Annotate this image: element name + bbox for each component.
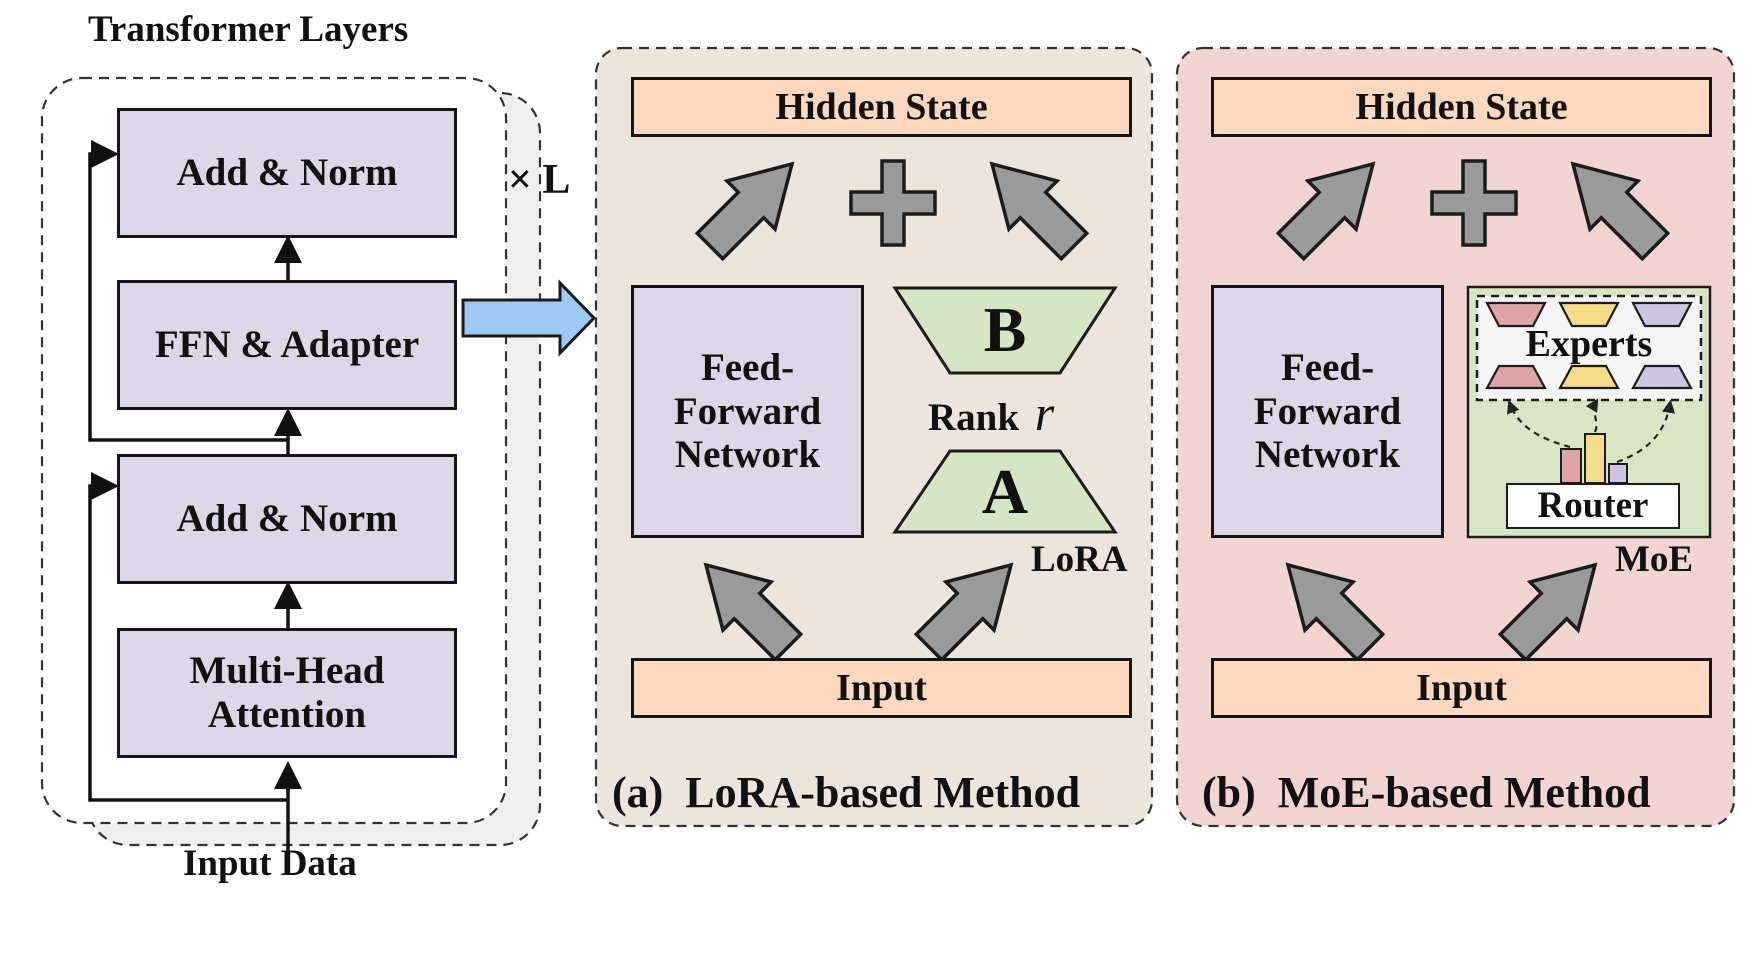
lora-hidden-state: Hidden State (631, 77, 1132, 137)
lora-matrix-a-label: A (981, 456, 1029, 528)
expert-icon (1631, 301, 1693, 328)
router-bar (1608, 463, 1628, 484)
lora-matrix-b-label: B (983, 294, 1027, 366)
experts-label: Experts (1525, 322, 1653, 365)
lora-input: Input (631, 658, 1132, 718)
rank-symbol: r (1034, 385, 1055, 441)
moe-input: Input (1211, 658, 1712, 718)
moe-module-label: MoE (1615, 539, 1694, 580)
router-bar (1584, 433, 1606, 484)
moe-caption: (b) MoE-based Method (1202, 768, 1651, 817)
expert-icon (1558, 364, 1620, 390)
router-bar (1560, 448, 1582, 484)
routing-arrows (1507, 398, 1676, 464)
rank-label: Rank r (928, 384, 1054, 442)
multi-head-attention-block: Multi-Head Attention (117, 628, 457, 758)
moe-ffn-block: Feed- Forward Network (1211, 285, 1444, 538)
add-norm-block-bottom: Add & Norm (117, 454, 457, 584)
lora-caption: (a) LoRA-based Method (612, 768, 1081, 817)
lora-matrix-a (892, 449, 1118, 534)
lora-matrix-b (892, 286, 1118, 375)
transformer-title: Transformer Layers (88, 9, 409, 50)
flow-arrow-icon (461, 279, 597, 357)
input-data-label: Input Data (183, 843, 357, 884)
lora-module-label: LoRA (1031, 539, 1128, 580)
expert-icon (1558, 301, 1620, 328)
repeat-label: × L (508, 157, 571, 203)
expert-icons (1485, 301, 1693, 390)
router-box: Router (1506, 483, 1680, 529)
expert-icon (1631, 364, 1693, 390)
lora-ffn-block: Feed- Forward Network (631, 285, 864, 538)
rank-text: Rank (928, 396, 1020, 439)
expert-icon (1485, 301, 1547, 328)
ffn-adapter-block: FFN & Adapter (117, 280, 457, 410)
add-norm-block-top: Add & Norm (117, 108, 457, 238)
expert-icon (1485, 364, 1547, 390)
stack-arrows (88, 140, 302, 858)
moe-hidden-state: Hidden State (1211, 77, 1712, 137)
